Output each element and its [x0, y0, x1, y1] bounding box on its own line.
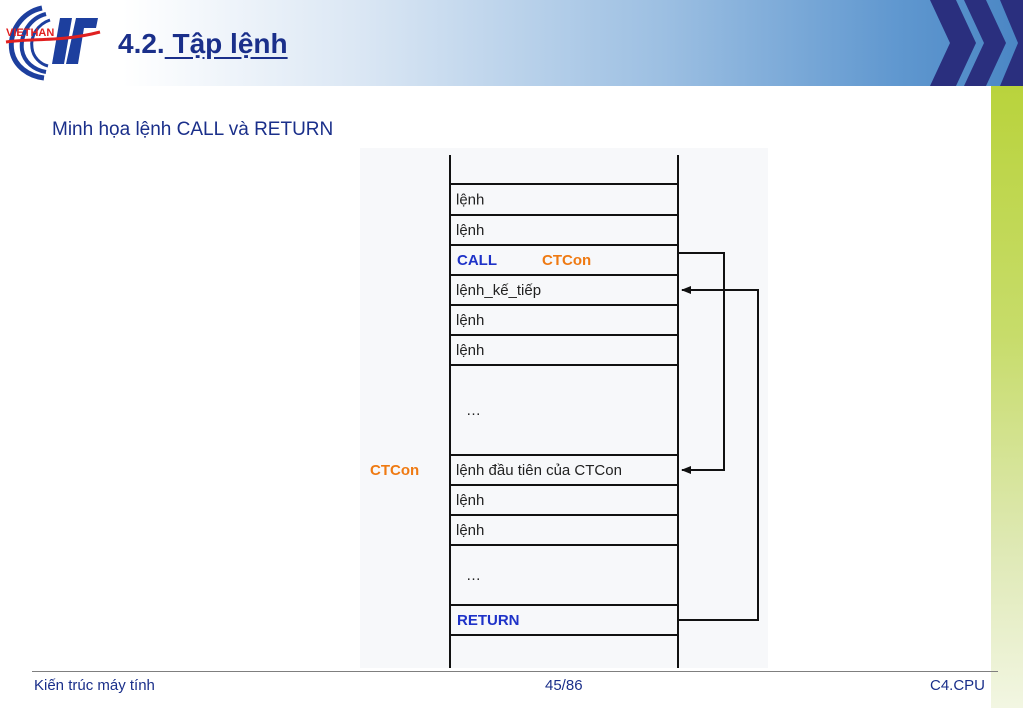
cell-instruction: lệnh_kế_tiếp: [456, 282, 541, 299]
footer-divider: [32, 671, 998, 672]
cell-instruction: lệnh: [456, 222, 484, 239]
cell-instruction: lệnh: [456, 342, 484, 359]
ctcon-side-label: CTCon: [370, 462, 419, 479]
title-text: Tập lệnh: [164, 28, 288, 59]
cell-instruction: lệnh: [456, 492, 484, 509]
control-flow-arrows: [678, 252, 759, 621]
cell-ellipsis: …: [466, 402, 481, 419]
header-band: [0, 0, 1023, 86]
footer-chapter: C4.CPU: [930, 677, 986, 694]
cell-instruction: lệnh đầu tiên của CTCon: [456, 462, 622, 479]
subtitle: Minh họa lệnh CALL và RETURN: [52, 119, 334, 140]
footer-page-number: 45/86: [545, 677, 583, 694]
cell-instruction: lệnh: [456, 192, 484, 209]
cell-operand: CTCon: [542, 252, 591, 269]
cell-instruction: lệnh: [456, 522, 484, 539]
cell-instruction: lệnh: [456, 312, 484, 329]
page-title: 4.2. Tập lệnh: [118, 28, 288, 60]
side-accent-band: [991, 86, 1023, 708]
footer-course: Kiến trúc máy tính: [34, 677, 155, 694]
logo-text: VIETHAN: [6, 27, 54, 39]
logo-icon: VIETHAN: [5, 5, 101, 81]
cell-ellipsis: …: [466, 567, 481, 584]
cell-keyword: RETURN: [457, 612, 520, 629]
return-jump-arrow: [678, 286, 759, 621]
title-number: 4.2.: [118, 28, 165, 59]
call-jump-arrow: [678, 252, 725, 474]
diagram-background: [360, 148, 768, 668]
cell-keyword: CALL: [457, 252, 497, 269]
chevron-right-icon: [930, 0, 1023, 86]
